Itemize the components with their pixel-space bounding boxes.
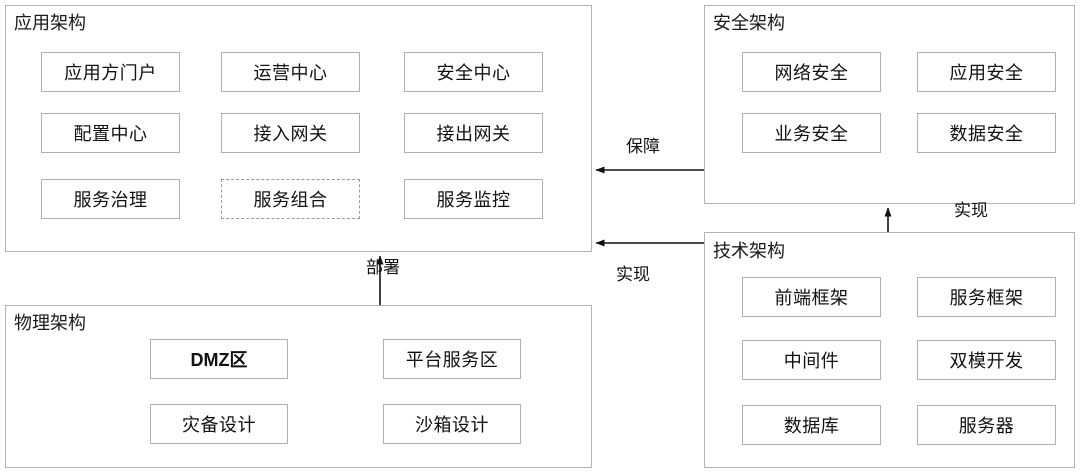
node-box[interactable]: DMZ区 (150, 339, 288, 379)
node-box[interactable]: 平台服务区 (383, 339, 521, 379)
node-box[interactable]: 服务器 (917, 405, 1056, 445)
connector-label-physical-to-application: 部署 (366, 258, 400, 277)
panel-title-technical: 技术架构 (713, 241, 785, 261)
node-box[interactable]: 中间件 (742, 340, 881, 380)
node-box[interactable]: 灾备设计 (150, 404, 288, 444)
node-box[interactable]: 数据安全 (917, 113, 1056, 153)
node-box[interactable]: 业务安全 (742, 113, 881, 153)
node-box[interactable]: 运营中心 (221, 52, 360, 92)
node-box[interactable]: 安全中心 (404, 52, 543, 92)
connector-label-technical-to-application: 实现 (616, 265, 650, 284)
node-box[interactable]: 服务组合 (221, 179, 360, 219)
connector-label-technical-to-security: 实现 (954, 201, 988, 220)
node-box[interactable]: 数据库 (742, 405, 881, 445)
node-box[interactable]: 服务框架 (917, 277, 1056, 317)
node-box[interactable]: 应用安全 (917, 52, 1056, 92)
panel-title-application: 应用架构 (14, 13, 86, 33)
node-box[interactable]: 接入网关 (221, 113, 360, 153)
panel-title-physical: 物理架构 (14, 313, 86, 333)
node-box[interactable]: 服务治理 (41, 179, 180, 219)
node-box[interactable]: 沙箱设计 (383, 404, 521, 444)
panel-title-security: 安全架构 (713, 13, 785, 33)
node-box[interactable]: 双模开发 (917, 340, 1056, 380)
node-box[interactable]: 前端框架 (742, 277, 881, 317)
node-box[interactable]: 配置中心 (41, 113, 180, 153)
node-box[interactable]: 网络安全 (742, 52, 881, 92)
node-box[interactable]: 服务监控 (404, 179, 543, 219)
panel-security (704, 5, 1075, 204)
node-box[interactable]: 应用方门户 (41, 52, 180, 92)
connector-label-security-to-application: 保障 (626, 137, 660, 156)
node-box[interactable]: 接出网关 (404, 113, 543, 153)
